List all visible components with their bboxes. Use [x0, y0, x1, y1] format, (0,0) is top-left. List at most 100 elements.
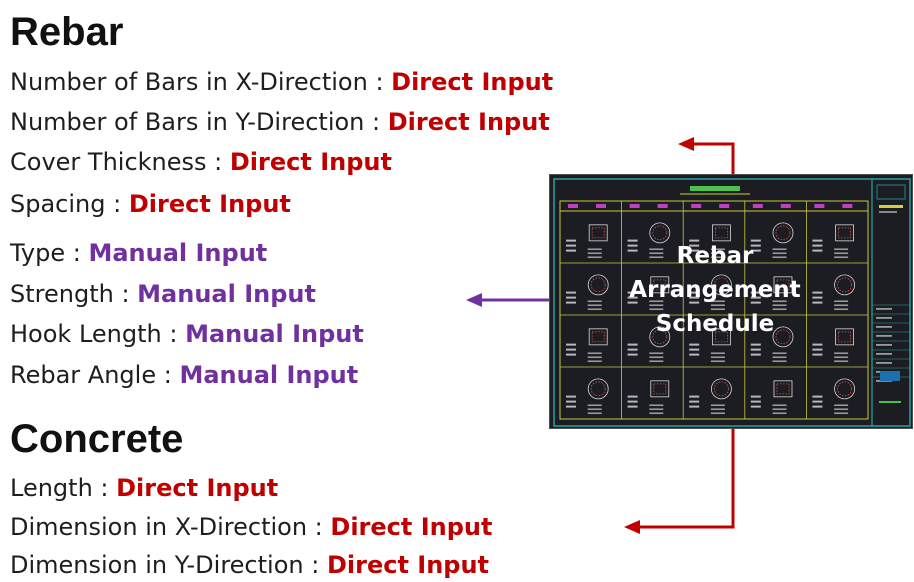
header-tag [596, 204, 606, 208]
cell-spec-line [834, 300, 849, 303]
header-tag [814, 204, 825, 208]
cell-spec-line [710, 408, 725, 411]
round-rebar-ring [713, 381, 729, 397]
header-tag [719, 204, 730, 208]
cell-note-line [566, 395, 576, 398]
rebar-direct-connector [692, 142, 735, 174]
header-tag [780, 204, 791, 208]
title-block-text [876, 317, 892, 319]
cell-note-line [750, 291, 761, 294]
concrete-dim-y-line: Dimension in Y-Direction : Direct Input [10, 553, 489, 577]
cell-spec-line [834, 412, 849, 415]
cad-drawing-thumbnail [553, 178, 911, 427]
cell-note-line [750, 348, 761, 351]
cell-spec-line [772, 256, 787, 259]
cell-note-line [812, 343, 823, 346]
cell-spec-line [834, 360, 849, 363]
rebar-heading: Rebar [10, 10, 124, 54]
cell-note-line [750, 353, 761, 356]
rebar-cover-label: Cover Thickness : [10, 148, 230, 176]
cell-spec-line [772, 304, 787, 307]
cell-note-line [566, 405, 576, 408]
square-rebar-ring [838, 331, 851, 343]
cell-spec-line [710, 252, 725, 255]
cell-spec-line [587, 412, 602, 415]
cell-note-line [812, 400, 823, 403]
cell-spec-line [649, 304, 664, 307]
cell-spec-line [649, 248, 664, 251]
header-tag [657, 204, 668, 208]
cell-spec-line [649, 352, 664, 355]
cell-note-line [750, 405, 761, 408]
round-rebar-ring [837, 381, 852, 397]
rebar-arrangement-schedule-drawing: Rebar Arrangement Schedule [549, 174, 913, 429]
concrete-dim-y-label: Dimension in Y-Direction : [10, 551, 327, 579]
rebar-bars-y-label: Number of Bars in Y-Direction : [10, 108, 388, 136]
square-section [835, 224, 854, 242]
cell-spec-line [587, 248, 602, 251]
cell-note-line [689, 405, 700, 408]
cell-spec-line [772, 352, 787, 355]
concrete-dim-x-label: Dimension in X-Direction : [10, 513, 331, 541]
cell-note-line [750, 239, 761, 242]
cell-spec-line [587, 356, 602, 359]
cell-note-line [627, 244, 638, 247]
rebar-bars-x-value: Direct Input [391, 68, 554, 96]
title-block-text [876, 335, 892, 337]
cell-spec-line [710, 360, 725, 363]
rebar-spacing-line: Spacing : Direct Input [10, 192, 291, 216]
cell-spec-line [649, 408, 664, 411]
rebar-angle-value: Manual Input [179, 361, 359, 389]
cell-note-line [627, 343, 638, 346]
cell-spec-line [649, 256, 664, 259]
cell-note-line [566, 244, 576, 247]
cell-note-line [627, 348, 638, 351]
cell-note-line [750, 301, 761, 304]
rebar-strength-label: Strength : [10, 280, 138, 308]
square-section [650, 276, 670, 294]
title-block-text [876, 353, 892, 355]
cell-spec-line [772, 308, 787, 311]
concrete-length-line: Length : Direct Input [10, 476, 278, 500]
rebar-hook-label: Hook Length : [10, 320, 186, 348]
cell-spec-line [587, 404, 602, 407]
title-block-text [879, 211, 897, 213]
cell-note-line [812, 239, 823, 242]
cell-note-line [689, 348, 700, 351]
rebar-manual-arrowhead [466, 293, 482, 307]
rebar-type-line: Type : Manual Input [10, 241, 267, 265]
cell-spec-line [710, 304, 725, 307]
cell-spec-line [587, 252, 602, 255]
cell-note-line [750, 400, 761, 403]
cell-spec-line [587, 308, 602, 311]
square-rebar-ring [776, 383, 790, 395]
rebar-strength-value: Manual Input [137, 280, 316, 308]
header-tag [629, 204, 640, 208]
cell-spec-line [772, 248, 787, 251]
rebar-angle-line: Rebar Angle : Manual Input [10, 363, 358, 387]
drawing-border [553, 178, 911, 427]
cell-note-line [689, 353, 700, 356]
cell-spec-line [710, 248, 725, 251]
square-rebar-ring [591, 331, 605, 343]
cell-spec-line [834, 356, 849, 359]
square-rebar-ring [838, 227, 851, 239]
square-section [711, 328, 731, 346]
concrete-direct-connector [640, 429, 735, 529]
cell-note-line [627, 301, 638, 304]
title-block-text [879, 401, 901, 403]
round-rebar-ring [837, 277, 852, 293]
square-section [588, 328, 608, 346]
round-section [710, 274, 732, 296]
square-section [588, 224, 608, 242]
title-block-text [879, 205, 903, 208]
rebar-direct-arrowhead [678, 137, 694, 151]
square-section [773, 380, 793, 398]
round-rebar-ring [713, 277, 729, 293]
cell-note-line [689, 249, 700, 252]
cell-note-line [627, 239, 638, 242]
rebar-spacing-value: Direct Input [128, 190, 291, 218]
header-tag [752, 204, 763, 208]
concrete-dim-y-value: Direct Input [326, 551, 490, 579]
round-section [710, 378, 732, 400]
